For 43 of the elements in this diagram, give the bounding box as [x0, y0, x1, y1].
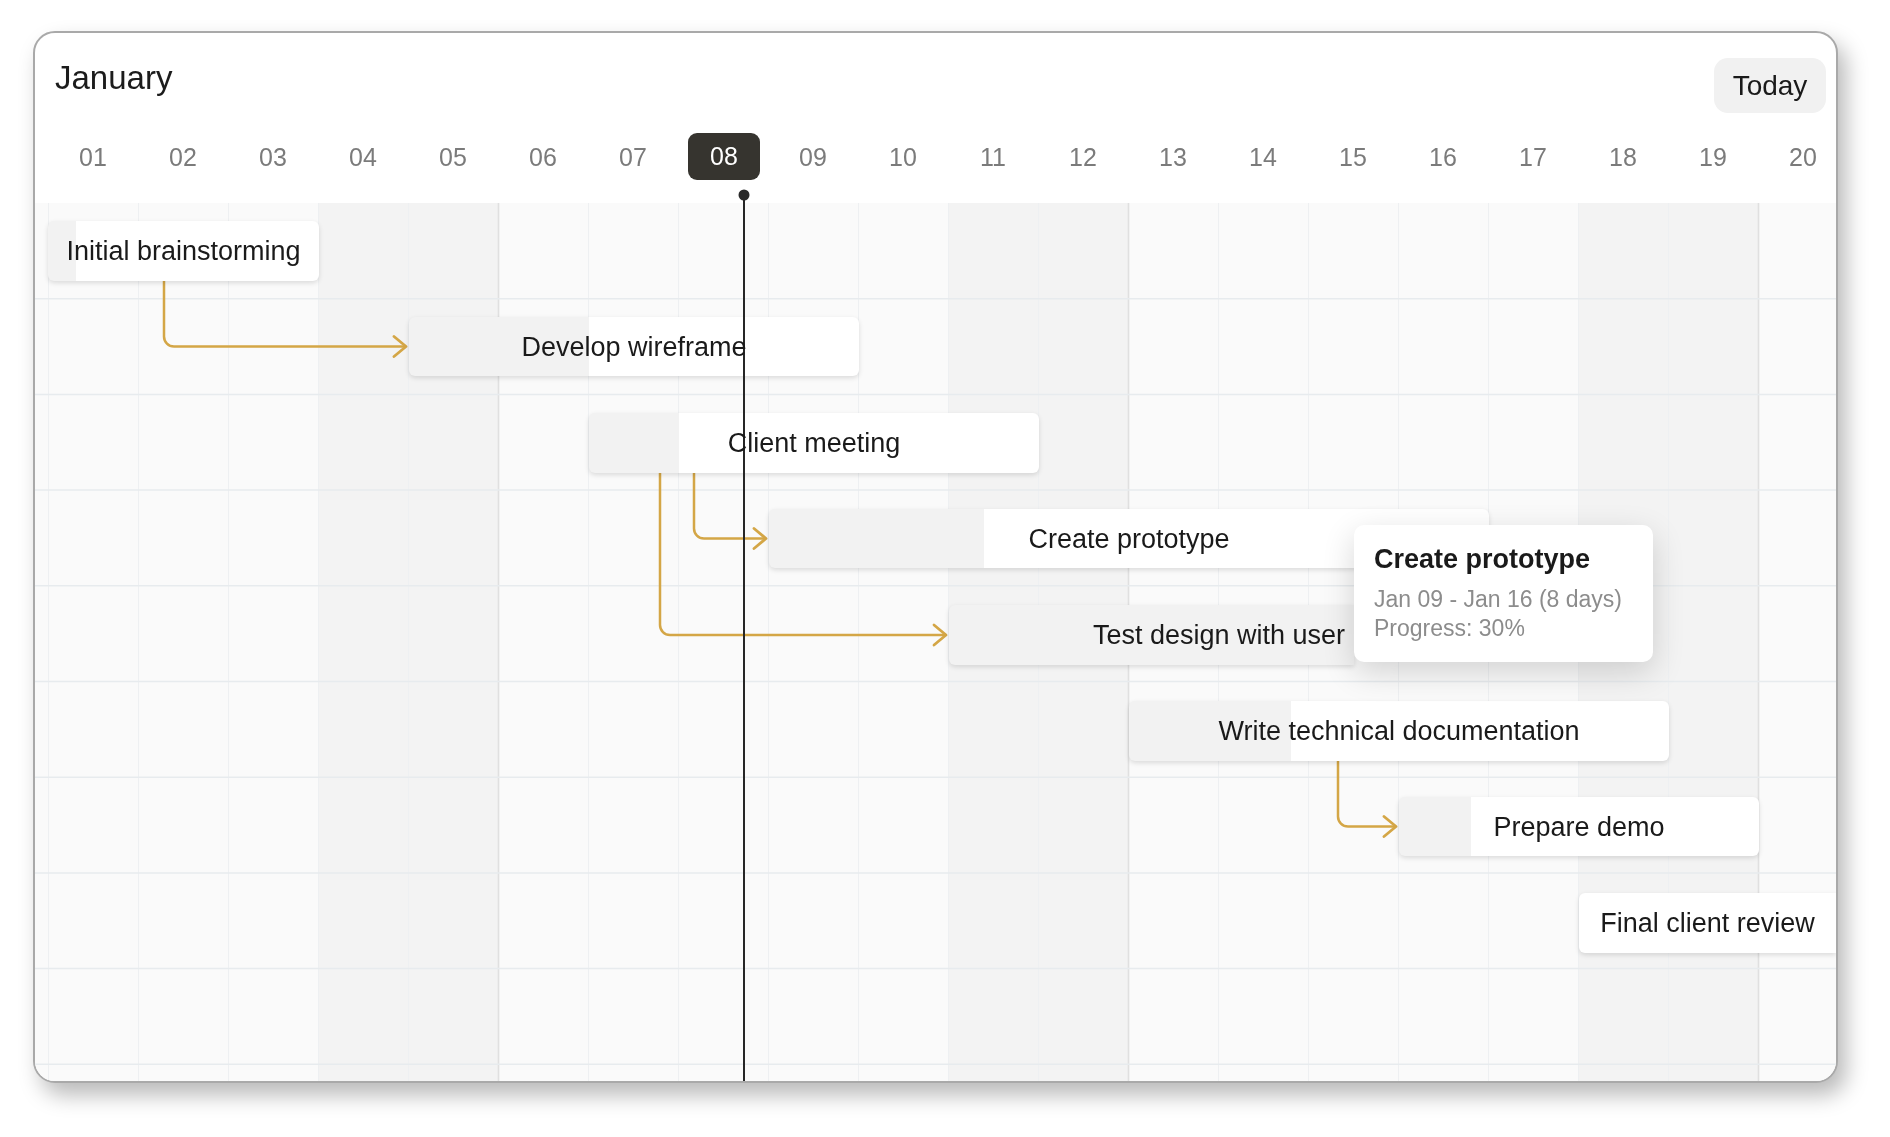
task-bar [409, 317, 859, 376]
task-bar [1579, 893, 1836, 953]
task-tooltip [1354, 525, 1653, 662]
current-day-badge: 08 [688, 133, 760, 180]
task-label: Initial brainstorming [66, 235, 301, 268]
day-label: 06 [528, 142, 558, 172]
day-label: 10 [888, 142, 918, 172]
day-label: 04 [348, 142, 378, 172]
dependency-arrow [692, 473, 768, 550]
day-label: 11 [979, 142, 1007, 172]
task-label: Write technical documentation [1218, 715, 1580, 748]
task-bar [589, 413, 1039, 473]
day-label: 03 [258, 142, 288, 172]
day-label: 16 [1428, 142, 1458, 172]
month-title: January [55, 58, 173, 98]
task-label: Test design with user [1092, 619, 1346, 652]
day-label: 15 [1338, 142, 1368, 172]
day-label: 02 [168, 142, 198, 172]
task-label: Create prototype [1028, 522, 1230, 556]
today-button: Today [1714, 58, 1826, 113]
tooltip-title: Create prototype [1374, 543, 1591, 575]
day-label: 05 [438, 142, 468, 172]
dependency-arrow [658, 473, 948, 647]
day-label: 17 [1518, 142, 1548, 172]
tooltip-progress: Progress: 30% [1374, 614, 1525, 643]
task-bar [1129, 701, 1669, 761]
day-label: 20 [1788, 142, 1818, 172]
day-label: 07 [618, 142, 648, 172]
task-label: Prepare demo [1493, 810, 1665, 844]
day-label: 18 [1608, 142, 1638, 172]
day-label: 09 [798, 142, 828, 172]
dependency-arrow [1336, 761, 1398, 838]
task-label: Final client review [1600, 907, 1815, 940]
task-bar [949, 605, 1354, 665]
day-label: 14 [1248, 142, 1278, 172]
day-label: 12 [1068, 142, 1098, 172]
day-label: 01 [78, 142, 108, 172]
tooltip-dates: Jan 09 - Jan 16 (8 days) [1374, 585, 1623, 614]
dependency-arrow [162, 281, 408, 358]
day-label: 13 [1158, 142, 1188, 172]
task-bar [1399, 797, 1759, 856]
task-bar [48, 221, 319, 281]
day-label: 19 [1698, 142, 1728, 172]
